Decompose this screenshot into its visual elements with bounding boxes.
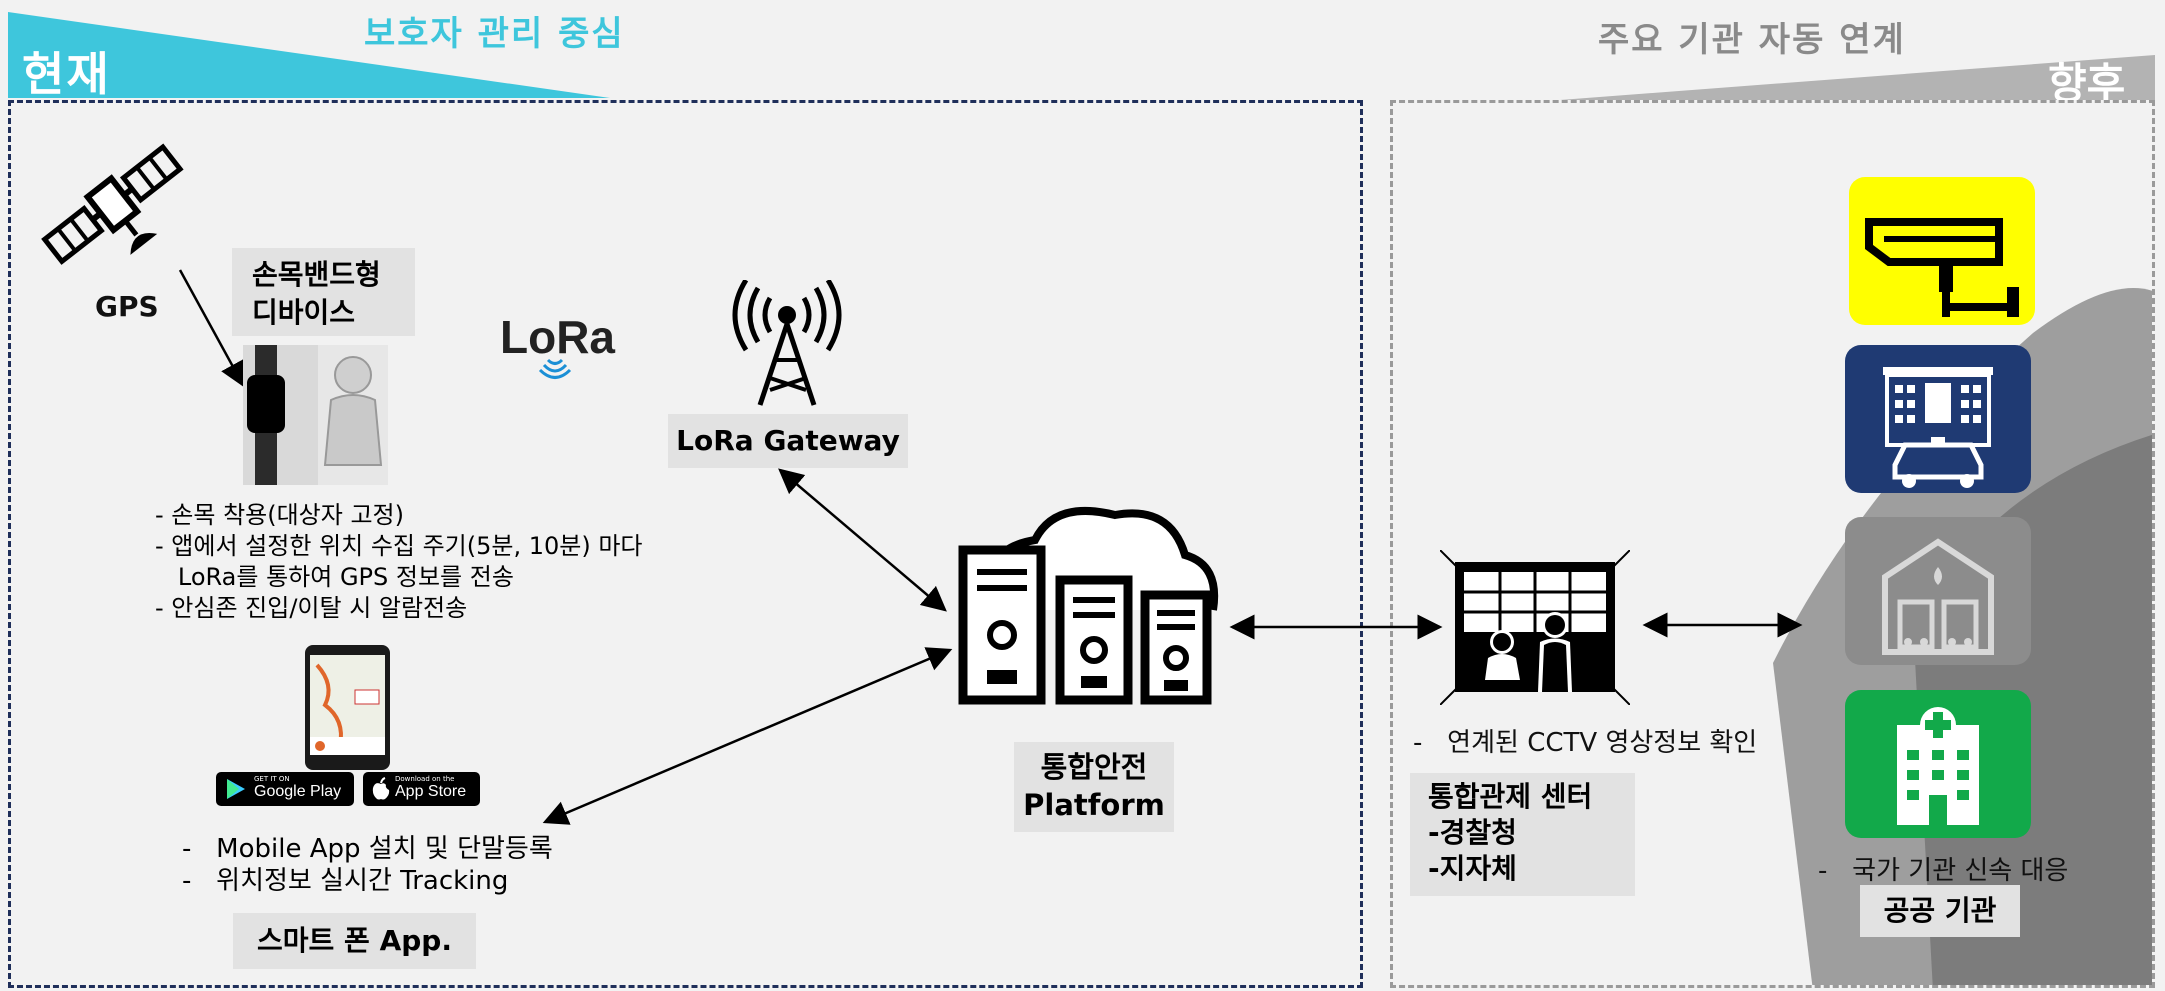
gps-label: GPS [95, 290, 159, 323]
hospital-icon [1845, 690, 2031, 838]
google-play-button[interactable]: GET IT ON Google Play [216, 772, 354, 806]
future-panel [1390, 100, 2155, 988]
cctv-camera-icon [1849, 177, 2035, 325]
public-agency-label: 공공 기관 [1860, 885, 2020, 937]
integrated-safety-platform-label: 통합안전 Platform [1014, 742, 1174, 832]
control-center-monitor-icon [1440, 550, 1630, 705]
device-bullet: - 손목 착용(대상자 고정) [155, 501, 404, 529]
device-bullet: - 안심존 진입/이탈 시 알람전송 [155, 594, 468, 622]
current-panel [8, 100, 1363, 988]
platform-label-line2: Platform [1023, 788, 1165, 822]
smartphone-app-screenshot [305, 645, 390, 770]
smartphone-app-label: 스마트 폰 App. [233, 913, 476, 969]
device-bullet: - 앱에서 설정한 위치 수집 주기(5분, 10분) 마다 [155, 532, 643, 560]
wristband-device-photo [243, 345, 388, 485]
fire-station-icon [1845, 517, 2031, 665]
lora-logo-icon: LoRa [500, 311, 615, 379]
google-play-small-text: GET IT ON [254, 775, 290, 783]
header-right-title: 향후 [2048, 59, 2126, 108]
lora-logo-text: LoRa [500, 311, 615, 363]
device-description: - 손목 착용(대상자 고정) - 앱에서 설정한 위치 수집 주기(5분, 1… [155, 500, 643, 624]
app-store-text: App Store [395, 783, 467, 800]
app-store-small-text: Download on the [395, 775, 455, 783]
cloud-server-platform-icon [958, 506, 1219, 705]
app-store-button[interactable]: Download on the App Store [363, 772, 480, 806]
integrated-control-center-label: 통합관제 센터 -경찰청 -지자체 [1410, 773, 1635, 896]
header-right-subtitle: 주요 기관 자동 연계 [1598, 20, 1906, 60]
app-description: - Mobile App 설치 및 단말등록 - 위치정보 실시간 Tracki… [182, 833, 553, 897]
gateway-tower-icon [732, 280, 842, 406]
lora-gateway-label: LoRa Gateway [668, 414, 908, 468]
control-center-line3: -지자체 [1428, 852, 1517, 885]
app-bullet: - Mobile App 설치 및 단말등록 [182, 834, 553, 864]
police-station-icon [1845, 345, 2031, 493]
device-bullet: LoRa를 통하여 GPS 정보를 전송 [155, 563, 514, 591]
header-left-title: 현재 [22, 47, 111, 101]
platform-label-line1: 통합안전 [1040, 750, 1148, 784]
wristband-device-label: 손목밴드형 디바이스 [232, 248, 415, 336]
header-left-banner [8, 12, 610, 98]
google-play-icon [227, 779, 245, 799]
cctv-bullet: - 연계된 CCTV 영상정보 확인 [1413, 728, 1758, 758]
app-bullet: - 위치정보 실시간 Tracking [182, 866, 509, 896]
gps-satellite-icon [41, 143, 184, 265]
control-center-line1: 통합관제 센터 [1428, 780, 1593, 813]
control-center-line2: -경찰청 [1428, 816, 1517, 849]
apple-icon [372, 777, 390, 800]
agency-bullet: - 국가 기관 신속 대응 [1818, 856, 2069, 886]
device-label-line2: 디바이스 [252, 296, 356, 329]
header-right-banner [1560, 55, 2155, 100]
device-label-line1: 손목밴드형 [252, 258, 381, 291]
google-play-text: Google Play [254, 783, 342, 800]
header-left-subtitle: 보호자 관리 중심 [364, 14, 625, 54]
